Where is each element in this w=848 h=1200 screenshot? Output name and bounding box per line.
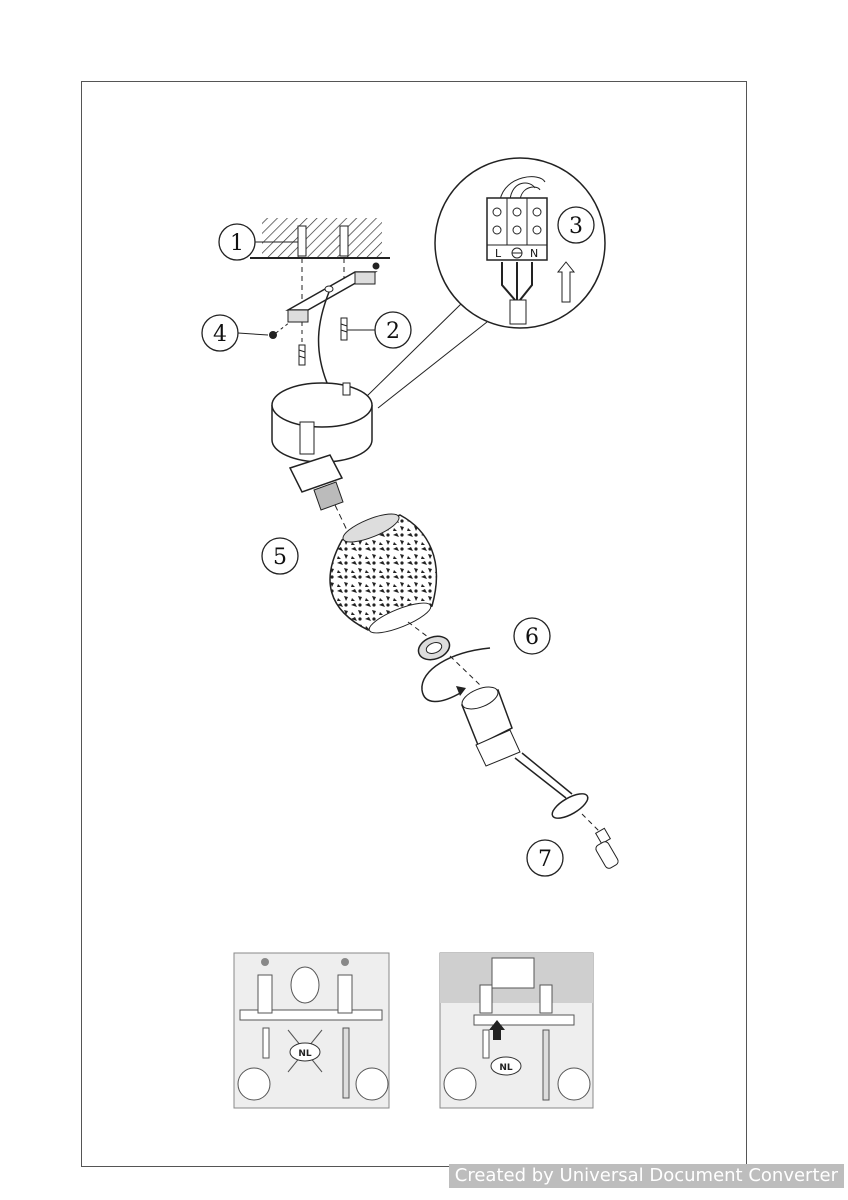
callout-1: 1 xyxy=(218,223,298,261)
mounting-screw xyxy=(298,322,306,366)
ceiling xyxy=(250,218,390,259)
callout-2: 2 xyxy=(347,311,412,349)
callout-5: 5 xyxy=(261,537,299,575)
glass-shade xyxy=(329,513,438,634)
ceiling-canopy xyxy=(271,382,373,463)
terminal-label-live: L xyxy=(495,247,502,260)
mounting-screw xyxy=(340,317,348,341)
callout-3: 3 xyxy=(557,206,595,244)
watermark: Created by Universal Document Converter xyxy=(448,1164,844,1188)
svg-text:5: 5 xyxy=(273,545,287,570)
wall-plug xyxy=(297,225,307,300)
terminal-label-neutral: N xyxy=(530,247,538,260)
svg-text:4: 4 xyxy=(213,322,227,347)
g9-bulb xyxy=(594,827,619,869)
svg-text:3: 3 xyxy=(569,214,583,239)
rotate-arrow-icon xyxy=(421,647,491,703)
earth-screw xyxy=(269,321,291,339)
incorrect-mounting-panel: NL xyxy=(233,952,390,1109)
lampholder xyxy=(461,686,521,767)
wall-plug xyxy=(339,225,349,282)
callout-4: 4 xyxy=(201,314,269,352)
callout-6: 6 xyxy=(513,617,551,655)
push-up-arrow-icon xyxy=(556,261,576,303)
earth-wire xyxy=(317,291,331,391)
callout-7: 7 xyxy=(526,839,564,877)
earth-symbol-icon xyxy=(511,247,523,259)
page-border xyxy=(81,81,747,1167)
svg-text:6: 6 xyxy=(525,625,539,650)
svg-text:2: 2 xyxy=(386,319,400,344)
retaining-ring xyxy=(407,621,481,686)
svg-text:1: 1 xyxy=(230,231,244,256)
correct-mounting-panel: NL xyxy=(439,952,594,1109)
svg-text:7: 7 xyxy=(538,847,552,872)
nl-badge: NL xyxy=(298,1049,312,1059)
nl-badge: NL xyxy=(499,1063,513,1073)
supply-cable xyxy=(501,262,533,325)
lamp-stem xyxy=(514,752,601,833)
